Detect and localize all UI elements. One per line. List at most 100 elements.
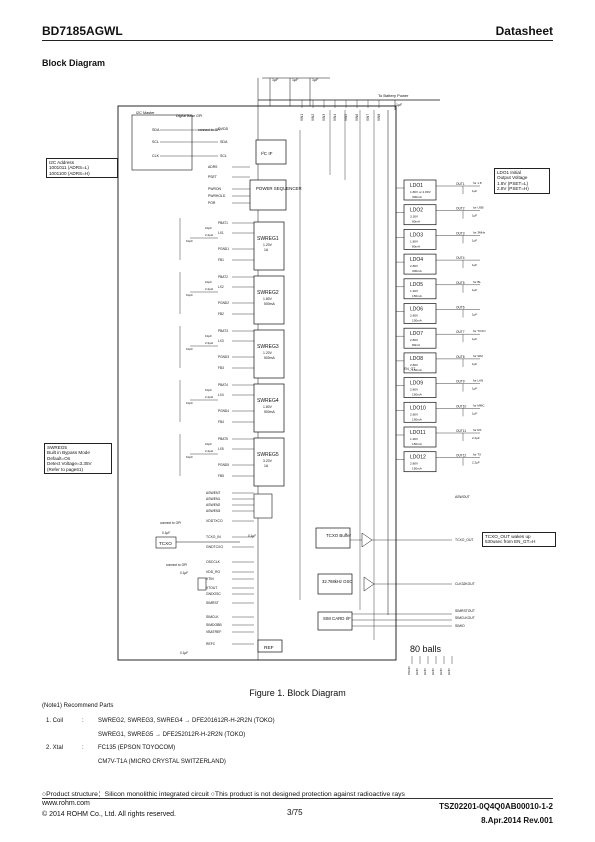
swreg-name-2: SWREG2	[257, 290, 279, 296]
ldo-current-6: 150mA	[412, 319, 423, 323]
ldo-current-11: 150mA	[412, 442, 423, 446]
vin-label-6: VIN7	[366, 114, 370, 121]
ldo-current-7: 80mA	[412, 343, 421, 347]
ldo-out-pin-10: OUT10	[456, 404, 467, 408]
footer-rule	[42, 798, 553, 799]
lower-pin-12: SIMRST	[206, 601, 219, 605]
ldo-load-11: for RX	[473, 428, 482, 432]
ldo-load-9: for LAN	[473, 379, 483, 383]
tcxo-ext-label: TCXO	[159, 541, 172, 546]
osc-label: 32.768kHz OSC	[322, 579, 352, 584]
ldo-out-pin-7: OUT7	[456, 330, 465, 334]
swreg5-pin-1: LX5	[218, 447, 224, 451]
lower-pin-11: GNDOSC	[206, 592, 221, 596]
swreg-name-5: SWREG5	[257, 452, 279, 458]
ldo-out-pin-5: OUT5	[456, 281, 465, 285]
ldo-current-8: 150mA	[412, 368, 423, 372]
ldo-cap-7: 1μF	[472, 337, 477, 341]
tcxo-buffer-label: TCXO Buffer	[326, 533, 352, 538]
lower-pin-14: SIMDOBB	[206, 623, 222, 627]
ldo-cap-9: 1μF	[472, 387, 477, 391]
gnd-pin-3: GND	[431, 668, 435, 676]
ldo-load-12: for TX	[473, 453, 481, 457]
i2c-master-label: I2C Master	[136, 111, 155, 115]
footer-copyright: © 2014 ROHM Co., Ltd. All rights reserve…	[42, 811, 176, 818]
section-title: Block Diagram	[42, 58, 106, 68]
en-gt-label: EN_GT	[404, 367, 415, 371]
footer-url[interactable]: www.rohm.com	[42, 800, 90, 807]
ldo-out-pin-12: OUT12	[456, 454, 467, 458]
gnd-pin-1: GND	[415, 668, 419, 676]
connect-gpi-c: connect to GPI	[166, 563, 187, 567]
swreg4-pin-2: PGND4	[218, 409, 229, 413]
ldo-load-10: for MMC	[473, 403, 485, 407]
ldo-name-4: LDO4	[410, 257, 423, 263]
swreg2-cap-out: 10μF	[186, 293, 193, 297]
swreg1-cap-out: 10μF	[186, 239, 193, 243]
ldo-block-9	[403, 377, 437, 398]
pin-scl: SCL	[220, 154, 227, 158]
swreg2-pin-3: FB2	[218, 312, 224, 316]
lower-pin-3: ASWEN3	[206, 509, 220, 513]
ldo-block-7	[403, 327, 437, 349]
ldo-load-1: for 1.8	[473, 181, 482, 185]
ldo-block-3	[403, 229, 437, 250]
i2c-master-sda: SDA	[152, 128, 160, 132]
swreg-block-2	[253, 275, 285, 325]
ldo-name-1: LDO1	[410, 183, 423, 189]
connect-gpi-b: connect to GPI	[160, 521, 181, 525]
ldo-cap-1: 1μF	[472, 189, 477, 193]
swreg2-pin-2: PGND2	[218, 301, 229, 305]
header-rule	[42, 40, 553, 41]
digital-base-label: Digital Base GPI	[176, 114, 202, 118]
swreg1-pin-1: LX1	[218, 231, 224, 235]
swreg5-note-line-3: Default=On	[47, 455, 71, 461]
ldo-current-9: 150mA	[412, 393, 423, 397]
ldo-out-pin-1: OUT1	[456, 182, 465, 186]
ldo-voltage-10: 2.80V	[410, 412, 419, 416]
tcxo-note-line-1: TCXO_OUT wakes up	[485, 534, 531, 539]
swreg-voltage-2: 1.80V	[263, 297, 273, 301]
ldo-cap-11: 2.2μF	[472, 436, 480, 440]
lower-pin-9: XTIN	[206, 577, 214, 581]
ref-label: REF	[264, 645, 274, 651]
ldo-cap-12: 2.2μF	[472, 461, 480, 465]
swreg3-pin-2: PGND3	[218, 355, 229, 359]
swreg5-pin-2: PGND5	[218, 463, 229, 467]
swreg4-inductor: 2.2μH	[205, 395, 213, 399]
swreg1-pin-3: FB1	[218, 258, 224, 262]
ldo-voltage-9: 2.80V	[410, 388, 419, 392]
gnd-pin-5: GND	[447, 668, 451, 676]
ldo-load-8: for SIM	[473, 354, 483, 358]
gnd-pin-4: GND	[439, 668, 443, 676]
ldo-voltage-2: 3.30V	[410, 215, 419, 219]
vin-label-3: VIN4	[333, 114, 337, 121]
ldo-name-10: LDO10	[410, 405, 426, 411]
ldo-block-6	[403, 303, 437, 324]
ldo-voltage-5: 1.20V	[410, 289, 419, 293]
power-sequencer-block	[249, 179, 287, 211]
ldo-voltage-6: 2.80V	[410, 314, 419, 318]
ldo1-note-line-3: 1.8V (PSET=L)	[497, 180, 529, 186]
clk32k-buffer	[363, 576, 375, 592]
vin-label-1: VIN2	[311, 114, 315, 121]
swreg-group: SWREG11.20V1APBAT1LX1PGND1FB110μF2.2μH10…	[179, 218, 285, 487]
i2c-address-line-1: 1001011 (ADRS=L)	[49, 165, 89, 171]
ldo-name-12: LDO12	[410, 455, 426, 461]
ldo-name-8: LDO8	[410, 356, 423, 362]
coil-sep: :	[82, 718, 84, 724]
ldo-block-5	[403, 278, 437, 300]
tcxo-buffer-block	[315, 527, 351, 549]
right-pin-4: SIMCLKOUT	[455, 616, 475, 620]
sim-card-block	[317, 611, 353, 631]
swreg4-pin-0: PBAT4	[218, 383, 228, 387]
ldo-out-pin-6: OUT6	[456, 306, 465, 310]
ldo-voltage-12: 2.80V	[410, 462, 419, 466]
ldo-cap-3: 1μF	[472, 238, 477, 242]
ldo-block-2	[403, 204, 437, 226]
ldo-block-1	[403, 179, 437, 201]
swreg5-note-line-1: SWREG5	[47, 445, 67, 450]
osc-block	[317, 573, 353, 595]
